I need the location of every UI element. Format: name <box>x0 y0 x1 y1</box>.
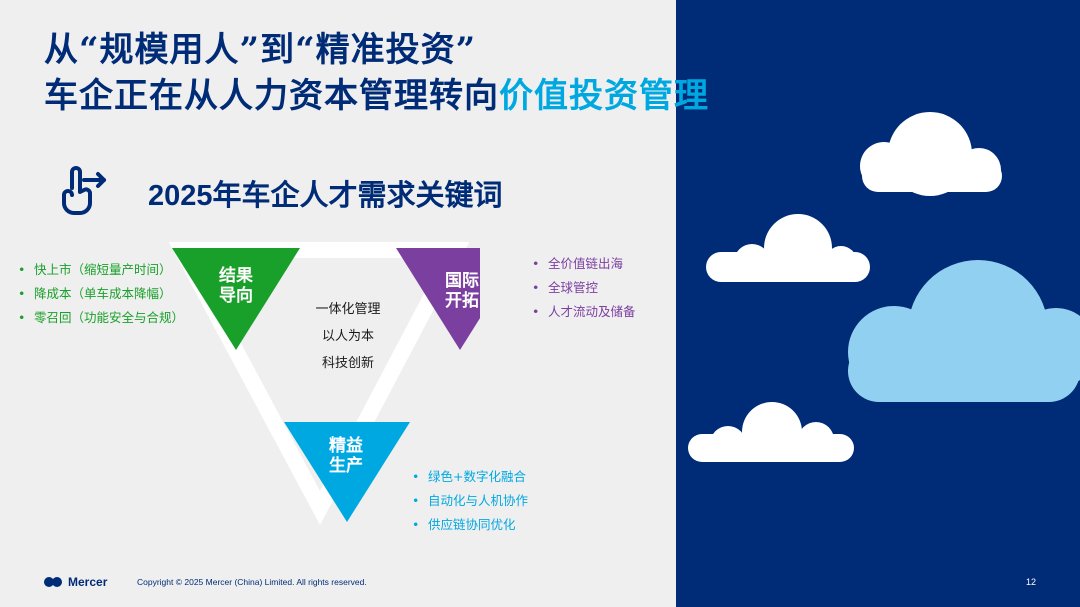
list-item: 全球管控 <box>532 276 636 300</box>
triangle-diagram <box>168 242 480 526</box>
keywords-heading: 2025年车企人才需求关键词 <box>148 172 503 214</box>
purple-bullet-list: 全价值链出海 全球管控 人才流动及储备 <box>532 252 636 324</box>
list-item: 绿色+数字化融合 <box>412 465 528 489</box>
mercer-logo: Mercer <box>44 575 107 589</box>
center-item: 一体化管理 <box>315 302 381 317</box>
title-line2-highlight: 价值投资管理 <box>499 76 709 116</box>
triangle-green <box>172 248 300 350</box>
list-item: 自动化与人机协作 <box>412 489 528 513</box>
triangle-green-label: 结果 导向 <box>206 266 266 306</box>
page-title-line1: 从“规模用人”到“精准投资” <box>44 30 477 70</box>
cloud-large-blue-icon <box>848 260 1080 402</box>
copyright-text: Copyright © 2025 Mercer (China) Limited.… <box>137 577 367 587</box>
mercer-mark-icon <box>44 576 64 588</box>
center-keywords: 一体化管理 以人为本 科技创新 <box>296 296 400 377</box>
list-item: 快上市（缩短量产时间） <box>18 258 184 282</box>
purple-label-line2: 开拓 <box>445 291 479 311</box>
hand-pointer-arrow-icon <box>62 166 106 215</box>
keywords-heading-text: 年车企人才需求关键词 <box>212 178 503 212</box>
center-item: 以人为本 <box>321 329 374 344</box>
triangle-purple-label: 国际 开拓 <box>432 271 492 311</box>
cloud-top-icon <box>860 112 1002 196</box>
keywords-year: 2025 <box>148 180 213 212</box>
brand-name: Mercer <box>68 575 108 589</box>
green-label-line2: 导向 <box>219 286 253 306</box>
cloud-small-icon <box>706 214 870 282</box>
list-item: 全价值链出海 <box>532 252 636 276</box>
purple-label-line1: 国际 <box>445 271 479 291</box>
blue-bullet-list: 绿色+数字化融合 自动化与人机协作 供应链协同优化 <box>412 465 528 537</box>
page-title-line2: 车企正在从人力资本管理转向价值投资管理 <box>44 68 709 117</box>
blue-label-line2: 生产 <box>329 456 363 476</box>
triangle-blue <box>284 422 410 522</box>
cloud-bottom-icon <box>688 402 854 462</box>
triangle-outline <box>168 242 470 526</box>
list-item: 降成本（单车成本降幅） <box>18 282 184 306</box>
green-bullet-list: 快上市（缩短量产时间） 降成本（单车成本降幅） 零召回（功能安全与合规） <box>18 258 184 330</box>
center-item: 科技创新 <box>321 356 374 371</box>
blue-label-line1: 精益 <box>329 436 363 456</box>
list-item: 人才流动及储备 <box>532 300 636 324</box>
triangle-purple <box>396 248 480 350</box>
clouds-illustration <box>688 112 1080 462</box>
green-label-line1: 结果 <box>219 266 253 286</box>
list-item: 供应链协同优化 <box>412 513 528 537</box>
triangle-blue-label: 精益 生产 <box>316 436 376 476</box>
list-item: 零召回（功能安全与合规） <box>18 306 184 330</box>
page-number: 12 <box>1026 577 1037 587</box>
title-line2-main: 车企正在从人力资本管理转向 <box>44 76 499 116</box>
